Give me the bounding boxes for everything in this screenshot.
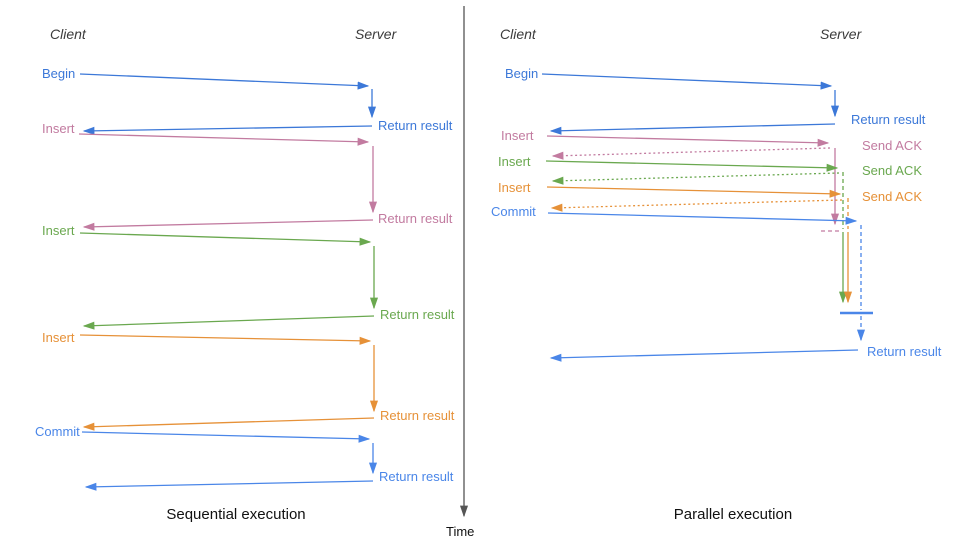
ack-arrow (550, 199, 843, 212)
request-label: Insert (42, 121, 75, 136)
request-label: Insert (42, 330, 75, 345)
parallel-panel: Client Server Begin Return result Insert… (491, 26, 942, 523)
request-label: Commit (491, 204, 536, 219)
response-label: Return result (851, 112, 926, 127)
sequential-panel-title: Sequential execution (166, 506, 305, 523)
request-label: Insert (498, 180, 531, 195)
ack-label: Send ACK (862, 189, 922, 204)
response-arrow (549, 349, 859, 362)
request-arrow (81, 431, 371, 443)
response-label: Return result (378, 211, 453, 226)
parallel-step-insert-3: Insert Send ACK (498, 180, 922, 304)
request-arrow (545, 160, 839, 172)
sequential-step-commit: Commit Return result (35, 424, 454, 491)
sequential-client-header: Client (50, 26, 87, 42)
parallel-step-insert-2: Insert Send ACK (498, 154, 922, 304)
parallel-step-begin: Begin Return result (505, 66, 926, 135)
response-arrow (82, 125, 373, 135)
response-label: Return result (378, 118, 453, 133)
response-arrow (82, 315, 375, 330)
response-arrow (84, 480, 374, 491)
response-arrow (82, 417, 375, 431)
request-arrow (546, 135, 830, 147)
parallel-panel-title: Parallel execution (674, 506, 792, 523)
response-arrow (82, 219, 374, 231)
sequential-step-insert-3: Insert Return result (42, 330, 455, 431)
parallel-step-commit: Commit Return result (491, 204, 942, 362)
request-label: Insert (42, 223, 75, 238)
request-arrow (541, 73, 833, 90)
parallel-server-header: Server (820, 26, 863, 42)
ack-arrow (551, 147, 831, 160)
request-label: Commit (35, 424, 80, 439)
parallel-client-header: Client (500, 26, 537, 42)
sequential-step-insert-1: Insert Return result (42, 121, 453, 231)
request-arrow (547, 212, 858, 225)
request-label: Begin (42, 66, 75, 81)
request-label: Insert (498, 154, 531, 169)
sequential-panel: Client Server Begin Return result Insert… (35, 26, 455, 523)
response-label: Return result (379, 469, 454, 484)
request-arrow (546, 186, 842, 198)
time-axis-label: Time (446, 524, 474, 539)
request-arrow (79, 232, 372, 246)
request-arrow (78, 133, 370, 146)
ack-arrow (551, 172, 840, 185)
time-axis: Time (446, 6, 474, 539)
sequential-step-insert-2: Insert Return result (42, 223, 455, 330)
response-label: Return result (380, 307, 455, 322)
response-label: Return result (380, 408, 455, 423)
ack-label: Send ACK (862, 163, 922, 178)
request-arrow (79, 73, 370, 90)
sequential-step-begin: Begin Return result (42, 66, 453, 135)
parallel-step-insert-1: Insert Send ACK (501, 128, 922, 232)
response-label: Return result (867, 344, 942, 359)
sequential-server-header: Server (355, 26, 398, 42)
ack-label: Send ACK (862, 138, 922, 153)
response-arrow (549, 123, 836, 135)
request-label: Insert (501, 128, 534, 143)
request-label: Begin (505, 66, 538, 81)
request-arrow (79, 334, 372, 345)
